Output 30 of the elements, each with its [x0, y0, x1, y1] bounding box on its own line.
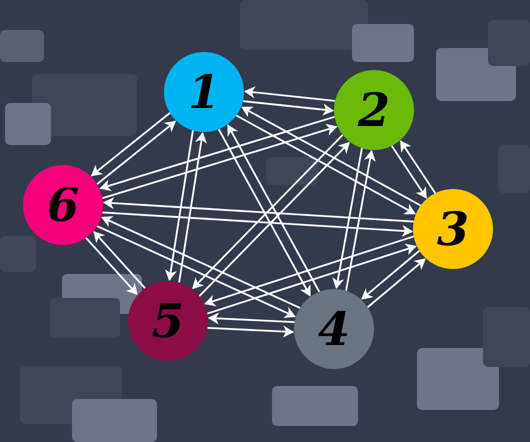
- arrow: [332, 148, 363, 290]
- arrow: [345, 150, 376, 292]
- arrow: [102, 197, 414, 222]
- arrow: [165, 130, 194, 282]
- arrow: [218, 128, 311, 297]
- arrow: [85, 237, 138, 295]
- arrow: [361, 250, 420, 300]
- arrow: [101, 216, 300, 309]
- arrow: [102, 212, 414, 237]
- arrow: [367, 258, 426, 308]
- arrow: [96, 225, 296, 318]
- arrow: [242, 100, 334, 116]
- arrow: [236, 114, 416, 215]
- arrow: [204, 236, 414, 306]
- arrow: [208, 312, 295, 324]
- arrow: [93, 231, 146, 289]
- arrow: [90, 112, 170, 176]
- arrow: [241, 106, 422, 206]
- arrow: [178, 132, 207, 283]
- arrow: [244, 86, 336, 102]
- arrow: [227, 124, 320, 292]
- arrow: [391, 145, 428, 199]
- arrow: [400, 140, 436, 194]
- arrow: [100, 116, 335, 192]
- arrow: [198, 142, 350, 297]
- arrow: [207, 244, 417, 314]
- arrow: [192, 134, 344, 290]
- arrow: [96, 120, 176, 185]
- arrow: [207, 326, 294, 338]
- arrow: [102, 124, 338, 200]
